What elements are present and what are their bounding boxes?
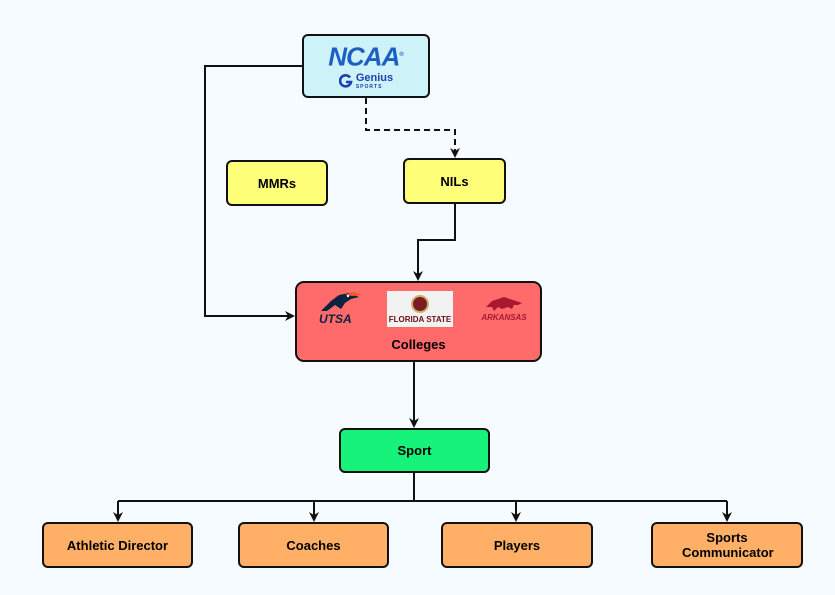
florida-state-logo: FLORIDA STATE [387,291,453,327]
roadrunner-icon [321,292,361,311]
sport-label: Sport [397,443,432,458]
athletic-director-node[interactable]: Athletic Director [42,522,193,568]
genius-wordmark: Genius [355,71,394,84]
ncaa-genius-node[interactable]: NCAA® Genius SPORTS [302,34,430,98]
mmrs-node[interactable]: MMRs [226,160,328,206]
players-node[interactable]: Players [441,522,593,568]
seminole-seal-icon [411,295,429,313]
edge-ncaa-to-nils [365,98,460,158]
arkansas-logo: ARKANSAS [479,295,529,325]
sport-node[interactable]: Sport [339,428,490,473]
nils-label: NILs [440,173,469,189]
mmrs-label: MMRs [257,175,297,191]
colleges-label: Colleges [391,337,446,352]
razorback-icon [486,297,522,311]
athletic-director-label: Athletic Director [66,537,169,553]
edge-nils-to-colleges [413,204,456,281]
coaches-label: Coaches [286,537,341,553]
players-label: Players [493,537,541,553]
sports-communicator-node[interactable]: Sports Communicator [651,522,803,568]
coaches-node[interactable]: Coaches [238,522,389,568]
colleges-node[interactable]: UTSA FLORIDA STATE ARKANSAS Colleges [295,281,542,362]
college-logos: UTSA FLORIDA STATE ARKANSAS [297,289,540,329]
edge-ncaa-to-colleges [204,65,302,321]
genius-sports-logo: Genius SPORTS [338,71,394,90]
sports-communicator-label: Sports Communicator [682,530,774,560]
ncaa-logo: NCAA® [328,41,404,72]
genius-g-icon [338,74,353,88]
nils-node[interactable]: NILs [403,158,506,204]
genius-caption: SPORTS [355,83,383,90]
utsa-logo: UTSA [315,291,365,327]
